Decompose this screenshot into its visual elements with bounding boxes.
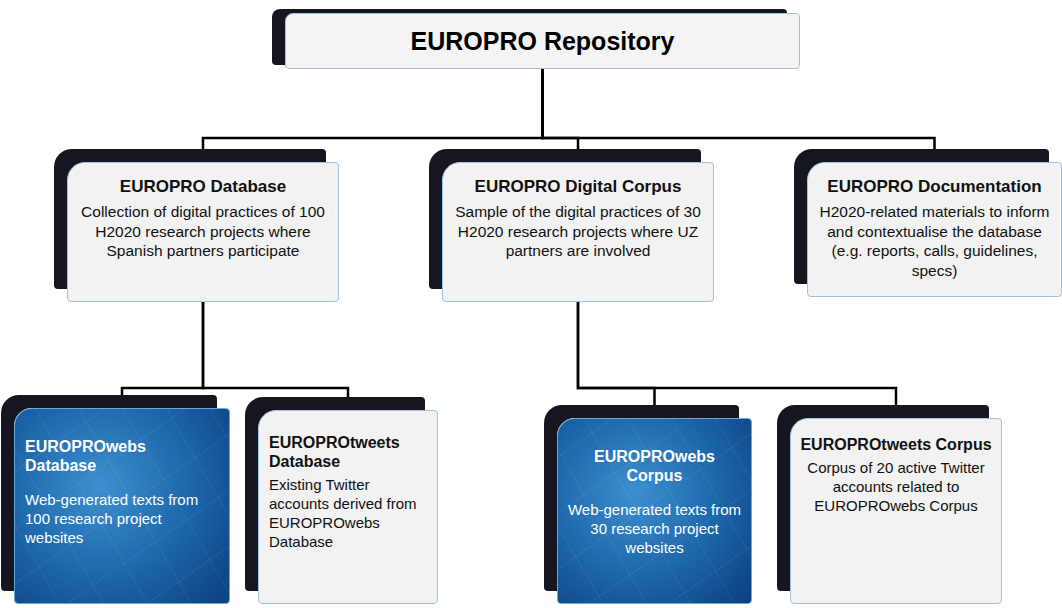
box-heading: EUROPROtweets Corpus <box>799 435 993 454</box>
category-box: EUROPRO DatabaseCollection of digital pr… <box>67 162 339 302</box>
subset-box: EUROPROwebs DatabaseWeb-generated texts … <box>14 408 230 604</box>
box-heading: EUROPRO Repository <box>296 26 789 56</box>
box-heading: EUROPROwebs Corpus <box>566 447 743 485</box>
root-box: EUROPRO Repository <box>285 13 800 69</box>
tree-connector <box>203 302 348 410</box>
tree-connector <box>578 302 896 418</box>
subset-box: EUROPROtweets CorpusCorpus of 20 active … <box>790 418 1002 604</box>
tree-connector <box>543 69 935 162</box>
box-heading: EUROPROwebs Database <box>25 437 219 475</box>
category-box: EUROPRO Digital CorpusSample of the digi… <box>442 162 714 302</box>
box-description: Corpus of 20 active Twitter accounts rel… <box>799 459 993 515</box>
category-box: EUROPRO DocumentationH2020-related mater… <box>807 162 1062 297</box>
subset-box: EUROPROwebs CorpusWeb-generated texts fr… <box>557 418 752 604</box>
tree-connector <box>122 302 203 408</box>
box-heading: EUROPROtweets Database <box>269 433 427 471</box>
box-description: H2020-related materials to inform and co… <box>814 202 1055 280</box>
box-description: Sample of the digital practices of 30 H2… <box>453 202 703 260</box>
box-heading: EUROPRO Digital Corpus <box>453 177 703 197</box>
box-heading: EUROPRO Database <box>78 177 328 197</box>
box-heading: EUROPRO Documentation <box>814 177 1055 197</box>
box-description: Web-generated texts from 100 research pr… <box>25 491 219 547</box>
box-description: Existing Twitter accounts derived from E… <box>269 476 427 551</box>
tree-connector <box>578 302 655 418</box>
subset-box: EUROPROtweets DatabaseExisting Twitter a… <box>258 410 438 604</box>
box-description: Collection of digital practices of 100 H… <box>78 202 328 260</box>
box-description: Web-generated texts from 30 research pro… <box>566 501 743 557</box>
tree-connector <box>203 69 543 162</box>
tree-connector <box>543 69 579 162</box>
